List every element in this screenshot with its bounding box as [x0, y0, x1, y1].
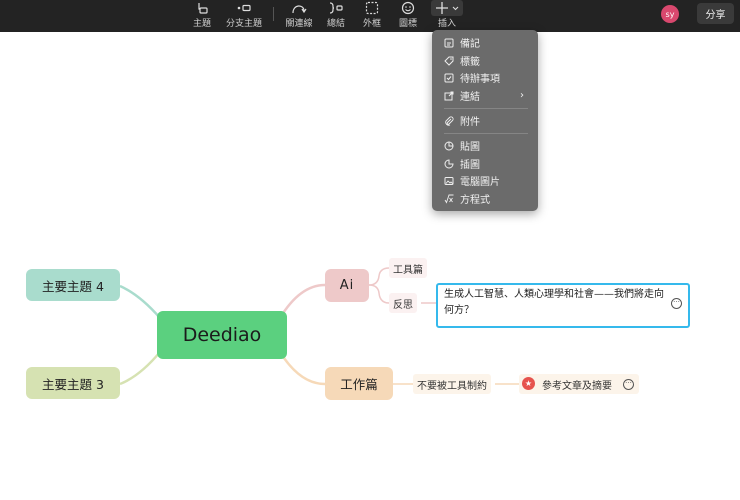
tag-icon	[444, 56, 454, 66]
menu-item-note[interactable]: 備記	[444, 35, 480, 50]
reference-label: 參考文章及摘要	[542, 380, 612, 392]
sticker-icon	[444, 141, 454, 151]
topic-tool[interactable]: 主題	[190, 0, 214, 32]
relationship-tool-label: 關連線	[285, 19, 313, 29]
menu-divider	[444, 133, 528, 134]
smiley-icon	[401, 1, 415, 15]
external-link-icon	[444, 91, 454, 101]
ai-topic[interactable]: Ai	[325, 269, 369, 302]
summary-tool-label: 總結	[326, 19, 345, 29]
menu-item-equation[interactable]: 方程式	[444, 191, 490, 206]
checkbox-icon	[444, 73, 454, 83]
central-topic[interactable]: Deediao	[157, 311, 287, 359]
menu-item-link[interactable]: 連結	[444, 88, 480, 103]
image-icon	[444, 176, 454, 186]
icon-tool-label: 圖標	[398, 19, 417, 29]
illustration-icon	[444, 158, 454, 169]
subtopic-tool[interactable]: 分支主題	[224, 0, 264, 32]
subtopic-icon	[237, 4, 251, 12]
insert-tool-label: 插入	[437, 19, 456, 29]
menu-item-label: 連結	[460, 92, 480, 103]
topic-icon	[198, 3, 208, 14]
menu-item-label: 貼圖	[460, 142, 480, 153]
menu-item-label: 備記	[460, 39, 480, 50]
note-icon	[444, 38, 454, 48]
menu-item-todo[interactable]: 待辦事項	[444, 70, 500, 85]
boundary-icon	[365, 1, 379, 15]
menu-item-label: 標籤	[460, 57, 480, 68]
menu-item-label: 待辦事項	[460, 74, 500, 85]
main-topic-4[interactable]: 主要主題 4	[26, 269, 120, 301]
topic-tool-label: 主題	[192, 19, 211, 29]
share-button[interactable]: 分享	[697, 3, 734, 24]
menu-item-label: 電腦圖片	[460, 177, 500, 188]
selected-topic-box[interactable]	[436, 283, 690, 328]
selected-topic-text: 生成人工智慧、人類心理學和社會——我們將走向何方？	[444, 289, 664, 316]
paperclip-icon	[444, 116, 454, 126]
star-icon: ★	[522, 377, 535, 390]
toolbar-divider	[273, 7, 274, 21]
insert-tool[interactable]: 插入	[431, 0, 463, 32]
main-topic-3[interactable]: 主要主題 3	[26, 367, 120, 399]
more-options-icon[interactable]: ···	[671, 298, 682, 309]
menu-item-illustration[interactable]: 插圖	[444, 156, 480, 171]
relationship-tool[interactable]: 關連線	[284, 0, 314, 32]
more-options-icon[interactable]: ···	[623, 379, 634, 390]
insert-dropdown-menu: 備記 標籤 待辦事項 連結 附件 貼圖 插圖 電腦圖片 方程式	[432, 30, 538, 211]
relationship-icon	[292, 5, 307, 14]
boundary-tool-label: 外框	[362, 19, 381, 29]
menu-item-local-image[interactable]: 電腦圖片	[444, 173, 500, 188]
user-avatar[interactable]: sy	[661, 5, 679, 23]
no-restriction-subtopic[interactable]: 不要被工具制約	[413, 374, 491, 394]
subtopic-tool-label: 分支主題	[225, 19, 262, 29]
summary-icon	[329, 2, 343, 14]
work-topic[interactable]: 工作篇	[325, 367, 393, 400]
menu-item-label: 方程式	[460, 195, 490, 206]
menu-item-label: 附件	[460, 117, 480, 128]
menu-item-label: 插圖	[460, 160, 480, 171]
boundary-tool[interactable]: 外框	[360, 0, 384, 32]
top-toolbar: 主題 分支主題 關連線 總結 外框 圖標 插入 sy 分享	[0, 0, 740, 32]
plus-chevron-icon	[436, 2, 459, 14]
menu-divider	[444, 108, 528, 109]
menu-item-sticker[interactable]: 貼圖	[444, 138, 480, 153]
icon-tool[interactable]: 圖標	[396, 0, 420, 32]
chevron-right-icon: ›	[520, 90, 524, 101]
menu-item-tag[interactable]: 標籤	[444, 53, 480, 68]
tools-subtopic[interactable]: 工具篇	[389, 258, 427, 278]
menu-item-attachment[interactable]: 附件	[444, 113, 480, 128]
reflection-subtopic[interactable]: 反思	[389, 293, 417, 313]
reference-subtopic[interactable]	[519, 374, 639, 394]
equation-icon	[444, 194, 454, 204]
summary-tool[interactable]: 總結	[324, 0, 348, 32]
